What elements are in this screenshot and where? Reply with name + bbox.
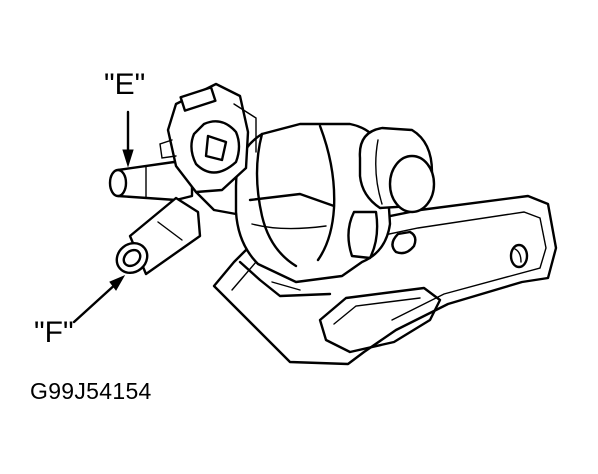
port-f-nipple bbox=[115, 196, 202, 276]
arrow-to-port-e bbox=[122, 110, 134, 168]
electrical-connector bbox=[159, 82, 257, 216]
valve-body bbox=[234, 122, 417, 284]
solenoid-cap bbox=[358, 126, 436, 214]
port-e-label: "E" bbox=[104, 68, 146, 101]
arrow-to-port-f bbox=[72, 274, 126, 324]
port-f-label: "F" bbox=[34, 316, 74, 349]
figure-code: G99J54154 bbox=[30, 378, 152, 404]
port-e-nipple bbox=[108, 160, 194, 202]
bracket-bolt-hole bbox=[509, 243, 529, 269]
